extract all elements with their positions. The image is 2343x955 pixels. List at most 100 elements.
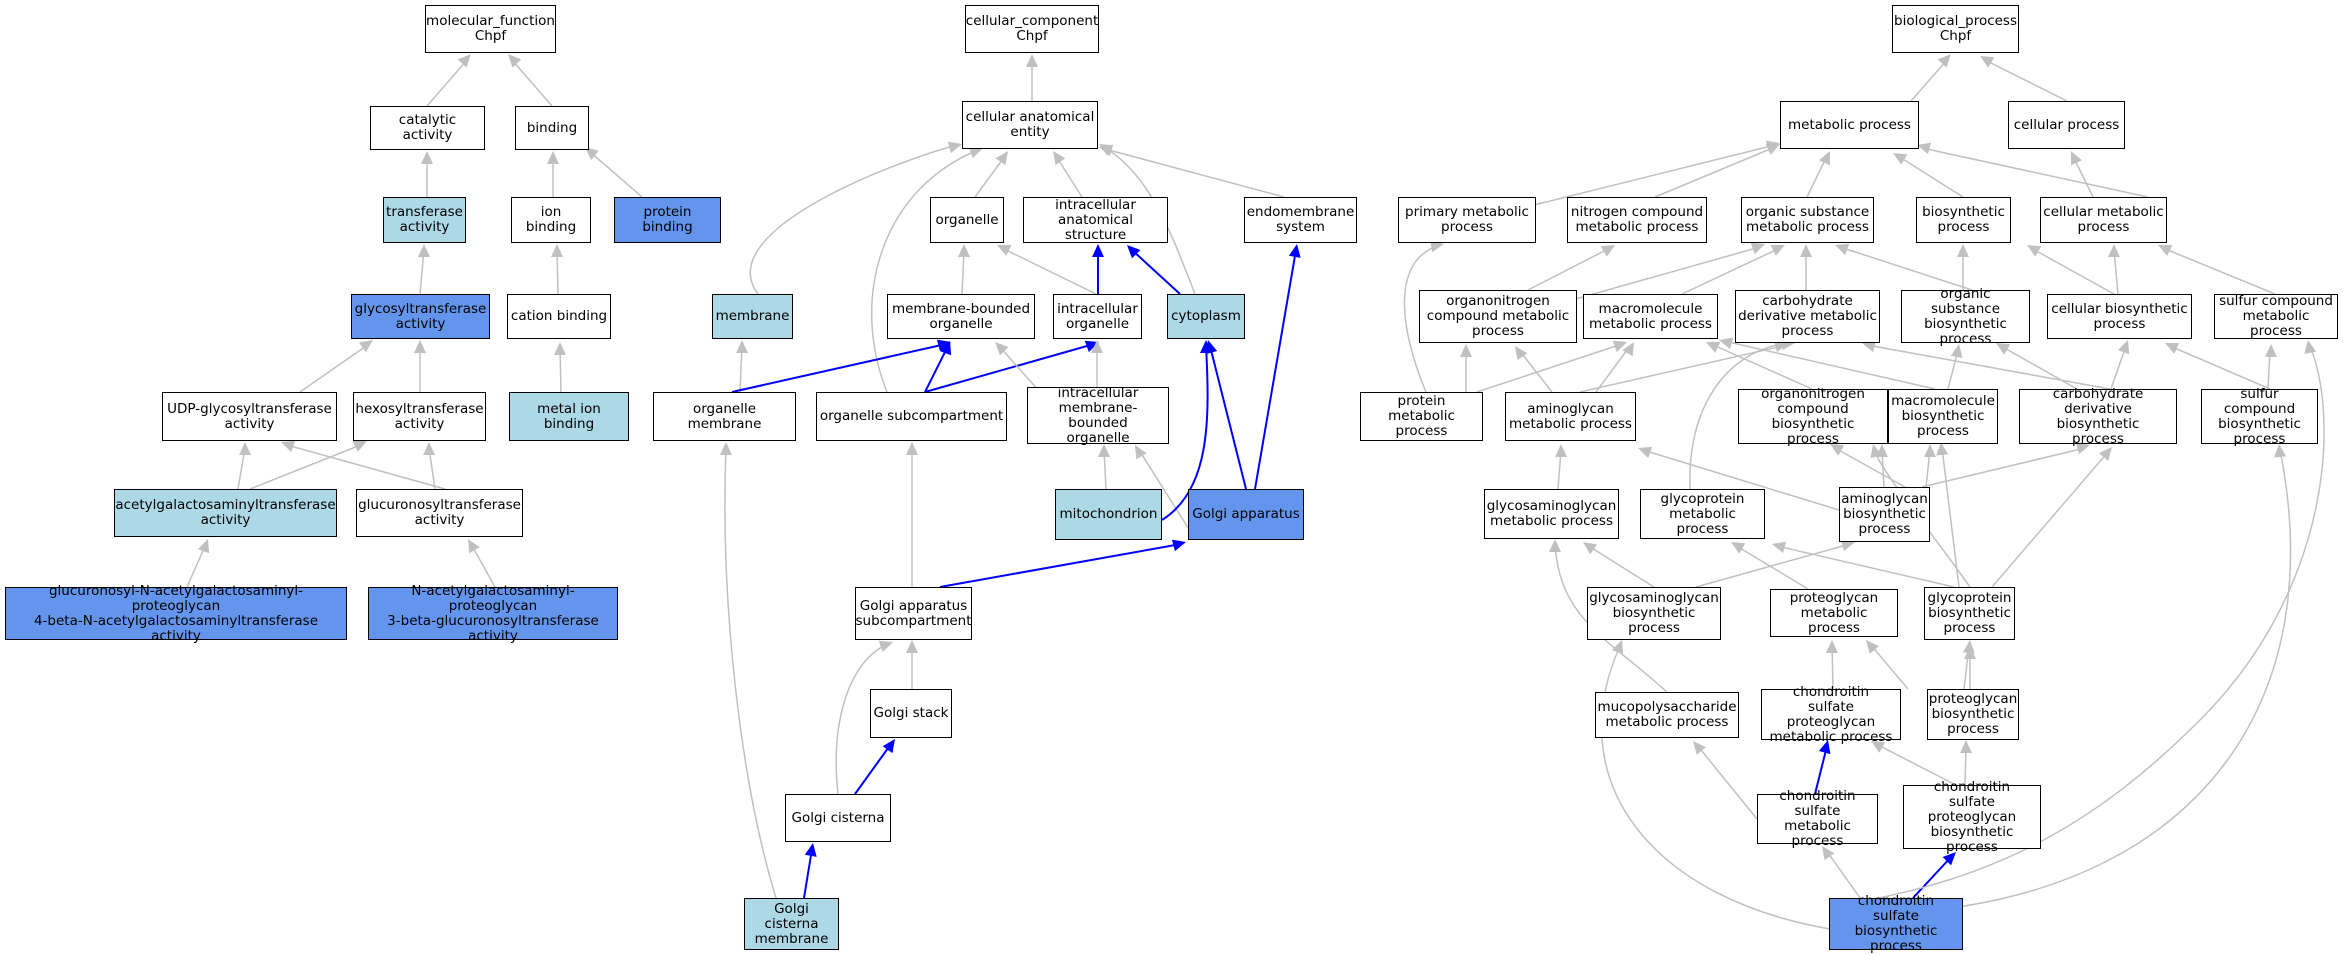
node-cellular-metabolic-process[interactable]: cellular metabolic process <box>2040 197 2167 243</box>
edge-arrowhead <box>997 245 1012 256</box>
node-glycosaminoglycan-biosynthetic-process[interactable]: glycosaminoglycan biosynthetic process <box>1587 587 1721 640</box>
edge-blue <box>1254 249 1297 490</box>
edge-arrowhead <box>418 244 430 257</box>
edge-arrowhead <box>352 441 367 452</box>
node-primary-metabolic-process[interactable]: primary metabolic process <box>1398 197 1536 243</box>
node-membrane-bounded-organelle[interactable]: membrane-bounded organelle <box>887 294 1035 339</box>
edge-blue <box>1161 345 1209 521</box>
edge-arrowhead <box>906 640 918 653</box>
node-proteoglycan-metabolic-process[interactable]: proteoglycan metabolic process <box>1770 589 1898 637</box>
edge-arrowhead <box>1822 846 1835 861</box>
node-sulfur-compound-metabolic-process[interactable]: sulfur compound metabolic process <box>2214 294 2338 339</box>
edge-arrowhead <box>1870 444 1883 459</box>
node-proteoglycan-biosynthetic-process[interactable]: proteoglycan biosynthetic process <box>1927 689 2019 740</box>
edge-arrowhead <box>1693 741 1706 755</box>
edge-arrowhead <box>1611 640 1624 655</box>
node-intracellular-organelle[interactable]: intracellular organelle <box>1053 294 1142 339</box>
node-cellular-anatomical-entity[interactable]: cellular anatomical entity <box>962 101 1098 149</box>
node-organic-substance-biosynthetic-process[interactable]: organic substance biosynthetic process <box>1901 286 2030 346</box>
node-metabolic-process[interactable]: metabolic process <box>1780 101 1919 149</box>
node-macromolecule-biosynthetic-process[interactable]: macromolecule biosynthetic process <box>1888 389 1998 444</box>
node-hexosyltransferase[interactable]: hexosyltransferase activity <box>353 392 486 441</box>
edge-gray <box>511 59 553 107</box>
node-acetylgalactosaminyltransferase[interactable]: acetylgalactosaminyltransferase activity <box>114 489 337 537</box>
node-macromolecule-metabolic-process[interactable]: macromolecule metabolic process <box>1583 294 1718 339</box>
node-organelle-membrane[interactable]: organelle membrane <box>653 392 796 441</box>
node-catalytic-activity[interactable]: catalytic activity <box>370 106 485 150</box>
edge-gray <box>1527 247 1611 291</box>
edge-arrowhead <box>1960 740 1972 753</box>
edge-gray <box>299 343 370 393</box>
node-ion-binding[interactable]: ion binding <box>511 197 591 243</box>
edge-arrowhead <box>554 342 566 355</box>
node-binding[interactable]: binding <box>515 106 589 150</box>
node-glycosaminoglycan-metabolic-process[interactable]: glycosaminoglycan metabolic process <box>1484 489 1619 539</box>
node-galnac-glcua-transferase[interactable]: N-acetylgalactosaminyl-proteoglycan 3-be… <box>368 583 618 643</box>
node-cellular-process[interactable]: cellular process <box>2008 101 2125 149</box>
node-glycoprotein-metabolic-process[interactable]: glycoprotein metabolic process <box>1640 489 1765 539</box>
node-cation-binding[interactable]: cation binding <box>507 294 611 339</box>
node-molecular-function[interactable]: molecular_function Chpf <box>425 5 556 53</box>
node-chondroitin-sulfate-biosynthetic-process[interactable]: chondroitin sulfate biosynthetic process <box>1829 894 1963 954</box>
node-biosynthetic-process[interactable]: biosynthetic process <box>1916 197 2011 243</box>
edge-gray <box>1586 544 1655 588</box>
node-mucopolysaccharide-metabolic-process[interactable]: mucopolysaccharide metabolic process <box>1595 692 1739 738</box>
node-transferase-activity[interactable]: transferase activity <box>383 197 466 243</box>
edge-arrowhead <box>2071 151 2082 166</box>
edge-arrowhead <box>1950 344 1963 358</box>
node-carbohydrate-derivative-metabolic-process[interactable]: carbohydrate derivative metabolic proces… <box>1735 290 1880 343</box>
node-aminoglycan-biosynthetic-process[interactable]: aminoglycan biosynthetic process <box>1839 487 1930 542</box>
node-organelle[interactable]: organelle <box>930 197 1004 243</box>
edge-arrowhead <box>1127 245 1141 259</box>
edge-gray <box>1991 451 2109 588</box>
node-golgi-cisterna[interactable]: Golgi cisterna <box>785 794 891 842</box>
node-organonitrogen-compound-metabolic-process[interactable]: organonitrogen compound metabolic proces… <box>1419 290 1577 343</box>
node-membrane[interactable]: membrane <box>712 294 793 339</box>
node-metal-ion-binding[interactable]: metal ion binding <box>509 392 629 441</box>
node-glucuronosyltransferase[interactable]: glucuronosyltransferase activity <box>356 489 523 537</box>
edge-arrowhead <box>1772 541 1787 554</box>
node-glycosyltransferase-activity[interactable]: glycosyltransferase activity <box>351 294 490 339</box>
edge-arrowhead <box>720 442 732 455</box>
node-organonitrogen-compound-biosynthetic-process[interactable]: organonitrogen compound biosynthetic pro… <box>1738 386 1888 446</box>
node-golgi-apparatus-subcompartment[interactable]: Golgi apparatus subcompartment <box>855 587 972 640</box>
node-glycoprotein-biosynthetic-process[interactable]: glycoprotein biosynthetic process <box>1924 587 2015 640</box>
edge-arrowhead <box>1924 444 1936 457</box>
edge-gray <box>1681 247 1781 295</box>
node-glcua-galnac-transferase[interactable]: glucuronosyl-N-acetylgalactosaminyl-prot… <box>5 583 347 643</box>
edge-gray <box>249 443 364 490</box>
edge-arrowhead <box>936 339 951 352</box>
node-carbohydrate-derivative-biosynthetic-process[interactable]: carbohydrate derivative biosynthetic pro… <box>2019 386 2177 446</box>
node-protein-metabolic-process[interactable]: protein metabolic process <box>1360 392 1483 441</box>
node-nitrogen-compound-metabolic-process[interactable]: nitrogen compound metabolic process <box>1567 197 1707 243</box>
edge-arrowhead <box>878 640 893 653</box>
edge-arrowhead <box>1098 444 1110 457</box>
edge-gray <box>1839 246 1973 291</box>
node-golgi-cisterna-membrane[interactable]: Golgi cisterna membrane <box>744 898 839 950</box>
edge-gray <box>749 144 958 295</box>
node-udp-glycosyltransferase[interactable]: UDP-glycosyltransferase activity <box>162 392 337 441</box>
node-sulfur-compound-biosynthetic-process[interactable]: sulfur compound biosynthetic process <box>2201 386 2318 446</box>
node-cytoplasm[interactable]: cytoplasm <box>1167 294 1245 339</box>
edge-arrowhead <box>2117 340 2130 355</box>
edge-arrowhead <box>995 342 1009 356</box>
node-mitochondrion[interactable]: mitochondrion <box>1055 489 1162 540</box>
node-cellular-biosynthetic-process[interactable]: cellular biosynthetic process <box>2047 294 2192 339</box>
node-protein-binding[interactable]: protein binding <box>614 197 721 243</box>
node-biological-process[interactable]: biological_process Chpf <box>1892 5 2019 53</box>
node-organic-substance-metabolic-process[interactable]: organic substance metabolic process <box>1741 197 1874 243</box>
node-organelle-subcompartment[interactable]: organelle subcompartment <box>816 392 1007 441</box>
node-chondroitin-sulfate-metabolic-process[interactable]: chondroitin sulfate metabolic process <box>1757 789 1878 849</box>
node-cellular-component[interactable]: cellular_component Chpf <box>965 5 1099 53</box>
edge-arrowhead <box>1980 56 1995 68</box>
node-golgi-stack[interactable]: Golgi stack <box>870 689 952 738</box>
edge-gray <box>1734 544 1809 590</box>
node-endomembrane-system[interactable]: endomembrane system <box>1244 197 1357 243</box>
edge-gray <box>419 249 425 295</box>
node-aminoglycan-metabolic-process[interactable]: aminoglycan metabolic process <box>1505 392 1636 441</box>
node-intracellular-anatomical-structure[interactable]: intracellular anatomical structure <box>1023 197 1168 243</box>
node-intracellular-membrane-bounded-organelle[interactable]: intracellular membrane-bounded organelle <box>1027 385 1169 445</box>
node-chondroitin-sulfate-proteoglycan-biosynthetic-process[interactable]: chondroitin sulfate proteoglycan biosynt… <box>1903 779 2041 854</box>
node-chondroitin-sulfate-proteoglycan-metabolic-process[interactable]: chondroitin sulfate proteoglycan metabol… <box>1761 684 1901 744</box>
node-golgi-apparatus[interactable]: Golgi apparatus <box>1188 489 1304 540</box>
